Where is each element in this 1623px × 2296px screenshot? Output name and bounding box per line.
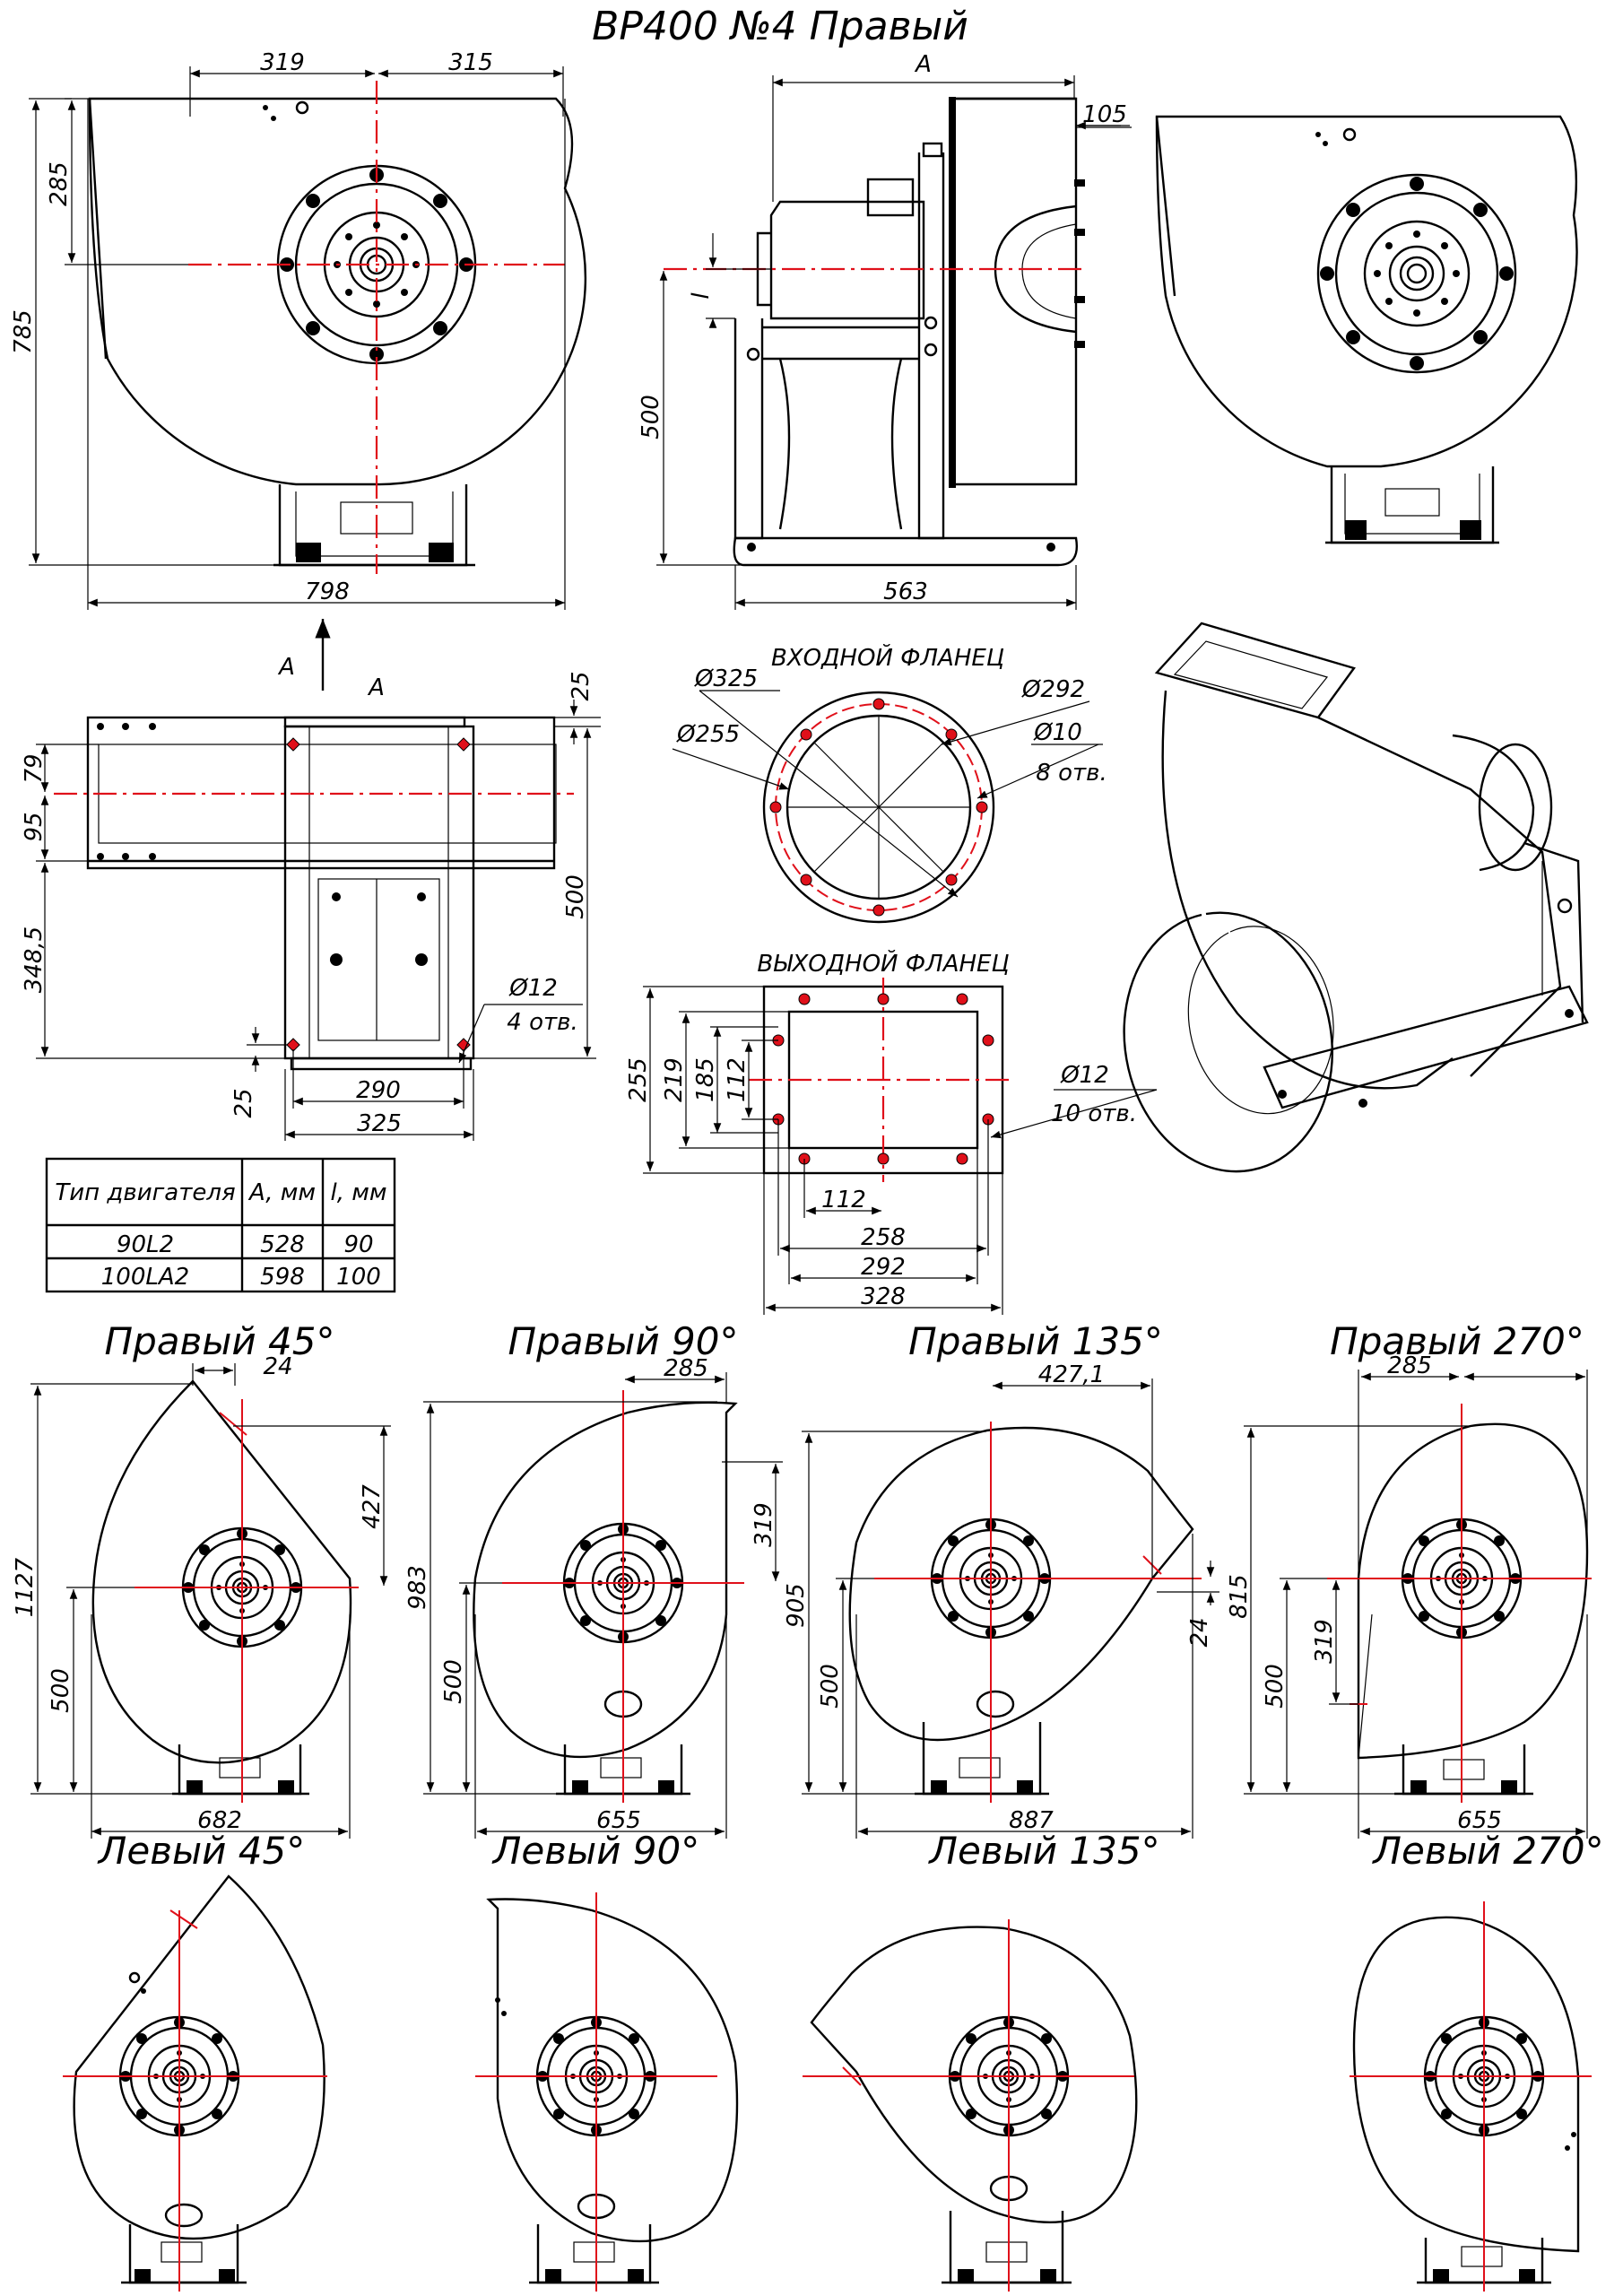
view-arrow-label: A [277, 654, 295, 681]
table-cell: 90L2 [117, 1231, 174, 1258]
dim-value: 887 [1009, 1807, 1054, 1834]
front-dim-319: 319 [260, 49, 305, 76]
plan-dim-325: 325 [357, 1110, 402, 1137]
left-135-view: Левый 135° [803, 1829, 1160, 2292]
dim-value: 500 [440, 1659, 467, 1704]
inlet-dim-255: Ø255 [676, 721, 740, 748]
outlet-dim-112-vertical: 112 [724, 1057, 751, 1102]
left-270-view: Левый 270° [1350, 1829, 1604, 2292]
left-45-view: Левый 45° [63, 1829, 327, 2292]
front-dim-315: 315 [448, 49, 493, 76]
dim-value: 500 [48, 1668, 74, 1713]
table-header-a: A, мм [247, 1179, 316, 1206]
side-dim-500: 500 [638, 395, 664, 439]
dim-value: 500 [817, 1664, 844, 1709]
view-label: Правый 135° [908, 1319, 1163, 1363]
plan-dim-95: 95 [21, 812, 48, 841]
dim-value: 427 [359, 1484, 386, 1529]
plan-dim-79: 79 [21, 753, 48, 783]
right-135-view: Правый 135° 905 500 427,1 24 887 [783, 1319, 1219, 1839]
view-label: Левый 270° [1371, 1829, 1603, 1873]
table-cell: 100 [336, 1264, 381, 1291]
right-270-view: Правый 270° 285 815 500 319 655 [1226, 1319, 1592, 1839]
motor-table: Тип двигателя A, мм l, мм 90L2 528 90 10… [45, 1157, 396, 1293]
right-45-view: Правый 45° 1127 500 427 24 682 [12, 1319, 391, 1839]
outlet-dim-112: 112 [821, 1187, 866, 1213]
side-dim-105: 105 [1082, 101, 1127, 128]
drawing-title: ВР400 №4 Правый [592, 4, 968, 49]
dim-value: 815 [1226, 1574, 1253, 1619]
view-label: Правый 90° [508, 1319, 739, 1363]
plan-dim-348-5: 348,5 [21, 926, 48, 993]
front-dim-785: 785 [10, 309, 37, 354]
dim-value: 1127 [12, 1557, 39, 1617]
plan-dim-290: 290 [356, 1077, 401, 1104]
outlet-dim-258: 258 [861, 1224, 906, 1251]
outlet-hole-dia: Ø12 [1060, 1062, 1109, 1089]
front-view: 319 315 285 785 798 [10, 49, 587, 610]
inlet-flange: ВХОДНОЙ ФЛАНЕЦ Ø325 Ø255 Ø292 Ø10 8 отв. [672, 643, 1107, 924]
right-90-view: Правый 90° 983 500 319 285 655 [404, 1319, 783, 1839]
dim-value: 905 [783, 1583, 810, 1628]
inlet-dim-10: Ø10 [1033, 719, 1082, 746]
outlet-flange: ВЫХОДНОЙ ФЛАНЕЦ 255 219 185 112 112 [625, 949, 1158, 1315]
isometric-view [1123, 622, 1589, 1173]
section-label: A [367, 674, 385, 701]
side-dim-563: 563 [883, 578, 928, 605]
plan-hole-dia: Ø12 [508, 975, 558, 1002]
inlet-holes: 8 отв. [1036, 760, 1107, 787]
dim-value: 427,1 [1038, 1361, 1105, 1388]
dim-value: 24 [1186, 1617, 1213, 1647]
dim-value: 983 [404, 1565, 431, 1610]
view-label: Правый 270° [1330, 1319, 1584, 1363]
side-dim-A: A [914, 51, 932, 78]
view-label: Левый 135° [927, 1829, 1159, 1873]
dim-value: 319 [1311, 1619, 1338, 1664]
front-dim-285: 285 [46, 161, 73, 206]
inlet-dim-325: Ø325 [694, 665, 758, 692]
left-90-view: Левый 90° [475, 1829, 739, 2292]
front-dim-798: 798 [305, 578, 350, 605]
outlet-holes: 10 отв. [1051, 1100, 1137, 1127]
dim-value: 500 [1262, 1664, 1289, 1709]
side-dim-l: l [688, 292, 715, 300]
dim-value: 682 [197, 1807, 242, 1834]
plan-dim-25-top: 25 [568, 671, 595, 700]
outlet-dim-219: 219 [661, 1057, 688, 1102]
outlet-dim-328: 328 [861, 1283, 906, 1310]
dim-value: 655 [1457, 1807, 1502, 1834]
outlet-flange-title: ВЫХОДНОЙ ФЛАНЕЦ [757, 949, 1009, 978]
inlet-dim-292: Ø292 [1021, 676, 1085, 703]
outlet-dim-255: 255 [625, 1057, 652, 1102]
table-cell: 100LA2 [101, 1264, 189, 1291]
rear-view [1155, 115, 1578, 544]
view-label: Левый 45° [97, 1829, 305, 1873]
plan-hole-count: 4 отв. [507, 1009, 577, 1036]
plan-dim-500: 500 [562, 874, 589, 919]
dim-value: 285 [664, 1355, 708, 1382]
inlet-flange-title: ВХОДНОЙ ФЛАНЕЦ [771, 643, 1004, 672]
table-header-motor: Тип двигателя [55, 1179, 235, 1206]
plan-dim-25-bottom: 25 [230, 1088, 257, 1118]
table-cell: 598 [260, 1264, 305, 1291]
outlet-dim-185: 185 [692, 1057, 719, 1102]
table-cell: 528 [260, 1231, 305, 1258]
outlet-dim-292: 292 [861, 1254, 906, 1281]
view-label: Правый 45° [105, 1319, 335, 1363]
side-view: A 105 l 500 563 [638, 51, 1132, 610]
table-cell: 90 [343, 1231, 373, 1258]
table-header-l: l, мм [331, 1179, 387, 1206]
dim-value: 319 [751, 1502, 777, 1547]
view-label: Левый 90° [491, 1829, 699, 1873]
dim-value: 24 [263, 1353, 292, 1380]
dim-value: 285 [1387, 1352, 1432, 1379]
dim-value: 655 [596, 1807, 641, 1834]
plan-view: A A 25 79 95 [21, 619, 601, 1141]
